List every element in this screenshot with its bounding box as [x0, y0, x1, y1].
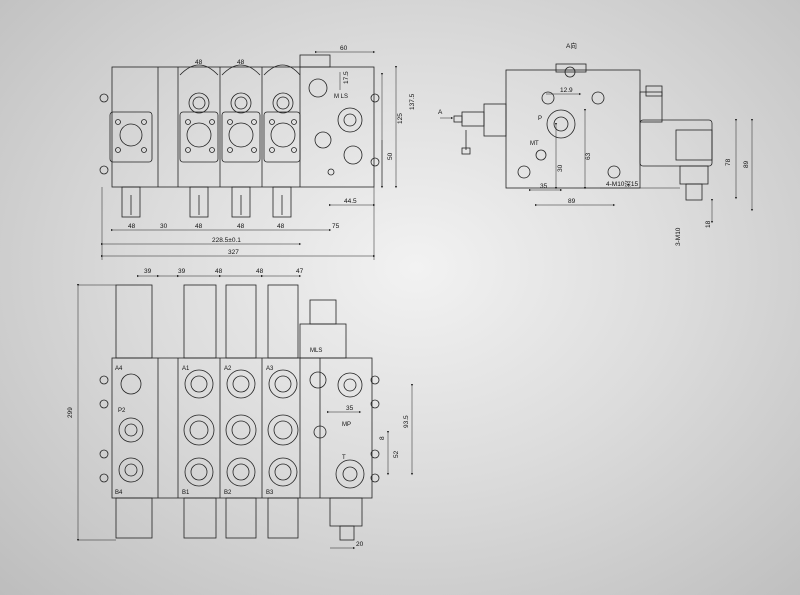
dim-39-a: 39 — [144, 268, 152, 275]
label-port-a3: A3 — [266, 366, 274, 372]
label-thread-3m10: 3-M10 — [675, 227, 682, 246]
label-port-b4: B4 — [115, 490, 123, 496]
label-port-b3: B3 — [266, 490, 274, 496]
dim-17-5: 17.5 — [343, 71, 350, 84]
dim-12-9: 12.9 — [560, 87, 573, 94]
label-mls-front: MLS — [310, 348, 322, 354]
top-view-inlet-cap — [109, 111, 153, 163]
top-view — [99, 54, 380, 218]
dim-8: 8 — [379, 436, 386, 440]
label-port-a4: A4 — [115, 366, 123, 372]
label-thread-m10-depth: 4-M10深15 — [606, 179, 639, 188]
front-view-labels: 39 39 48 48 47 299 35 93.5 8 52 20 MLS A… — [67, 268, 410, 548]
dim-20: 20 — [356, 541, 364, 548]
label-port-mp: MP — [342, 422, 351, 428]
dim-39-b: 39 — [178, 268, 186, 275]
label-mls-top: M LS — [334, 94, 348, 100]
dim-30: 30 — [160, 223, 168, 230]
dim-47: 47 — [296, 268, 304, 275]
dim-48-front-a: 48 — [215, 268, 223, 275]
dim-30-side: 30 — [557, 164, 564, 172]
label-view-a: A向 — [566, 41, 577, 50]
dim-327: 327 — [228, 249, 239, 256]
dim-44-5: 44.5 — [344, 198, 357, 205]
front-view-body — [111, 357, 373, 499]
dim-137-5: 137.5 — [409, 93, 416, 110]
label-arrow-a: A — [438, 109, 443, 116]
dim-18: 18 — [705, 220, 712, 228]
dim-63: 63 — [585, 152, 592, 160]
dim-75: 75 — [332, 223, 340, 230]
dim-228-5: 228.5±0.1 — [212, 237, 241, 244]
dim-52: 52 — [393, 450, 400, 458]
label-port-p2: P2 — [118, 408, 126, 414]
top-view-dim-labels: 60 17.5 137.5 125 50 44.5 48 30 48 48 48… — [128, 45, 416, 256]
dim-60: 60 — [340, 45, 348, 52]
dim-299: 299 — [67, 407, 74, 418]
label-port-t: T — [342, 455, 346, 461]
dim-93-5: 93.5 — [403, 415, 410, 428]
label-port-p-side: P — [538, 116, 542, 122]
dim-50: 50 — [387, 152, 394, 160]
label-port-a1: A1 — [182, 366, 190, 372]
dim-125: 125 — [397, 113, 404, 124]
dim-48-a: 48 — [128, 223, 136, 230]
top-view-dimensions — [100, 50, 398, 260]
front-view — [99, 284, 380, 541]
label-port-a2: A2 — [224, 366, 232, 372]
dim-78: 78 — [725, 158, 732, 166]
dim-48-e: 48 — [195, 59, 203, 66]
front-view-dimensions — [76, 274, 414, 550]
label-port-mt: MT — [530, 141, 539, 147]
dim-48-d: 48 — [277, 223, 285, 230]
dim-35-side: 35 — [540, 183, 548, 190]
top-view-relief-cap — [299, 54, 331, 68]
dim-89-b: 89 — [743, 160, 750, 168]
side-view — [453, 63, 713, 201]
dim-48-front-b: 48 — [256, 268, 264, 275]
label-port-b1: B1 — [182, 490, 190, 496]
side-view-dimensions — [440, 92, 754, 224]
label-port-b2: B2 — [224, 490, 232, 496]
dim-48-c: 48 — [237, 223, 245, 230]
side-view-labels: A向 A 12.9 63 30 35 89 78 89 18 4-M10深15 … — [438, 41, 750, 246]
dim-48-f: 48 — [237, 59, 245, 66]
dim-89-a: 89 — [568, 198, 576, 205]
top-view-body — [111, 66, 375, 188]
dim-35-front: 35 — [346, 405, 354, 412]
dim-48-b: 48 — [195, 223, 203, 230]
